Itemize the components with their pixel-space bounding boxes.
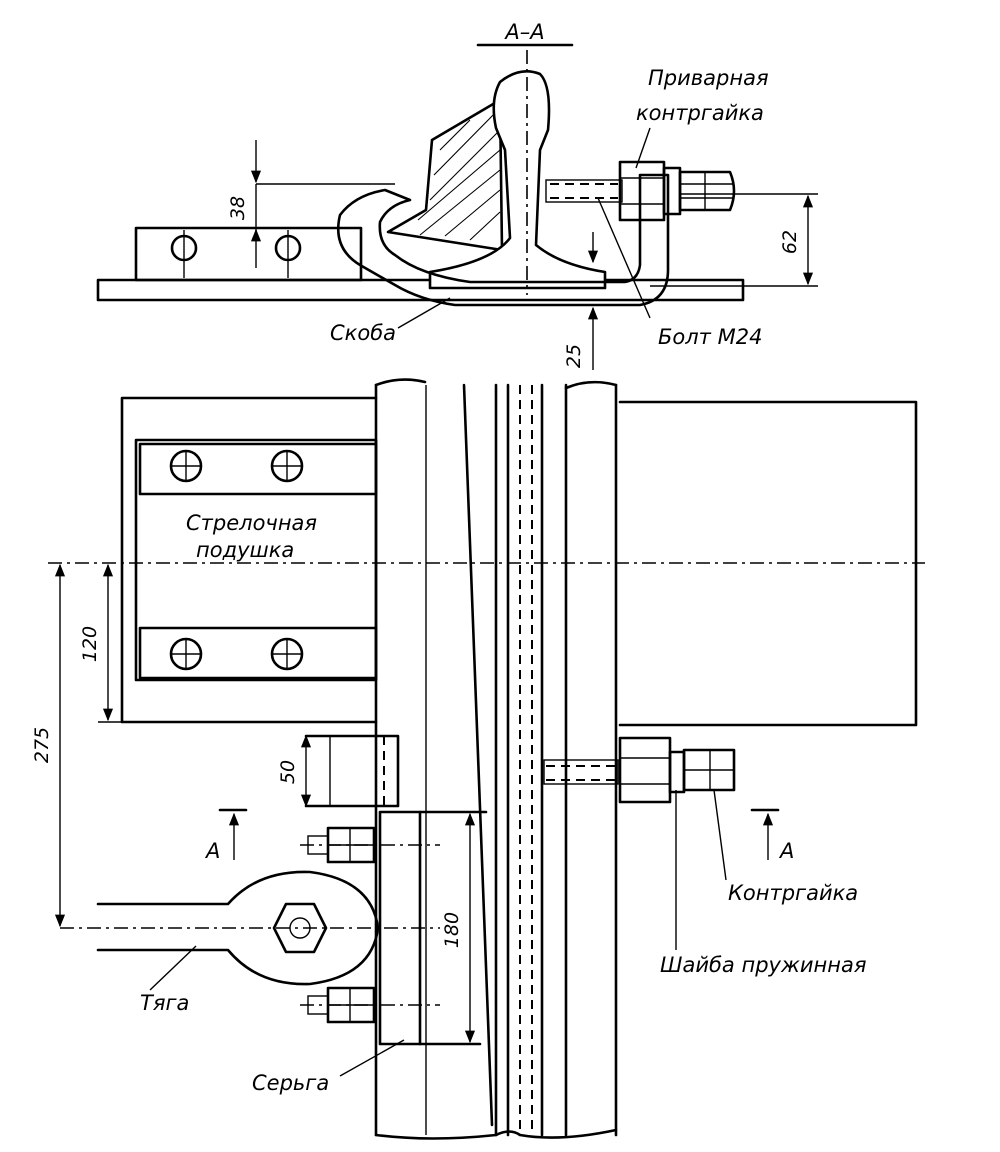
plan-view: Стрелочная подушка 50 — [31, 378, 925, 1140]
switch-blade — [386, 98, 504, 252]
pad-upper-strip — [138, 442, 378, 496]
stock-rail-section — [428, 70, 607, 290]
plan-spring-washer — [668, 750, 686, 794]
section-marker-left: А — [204, 808, 248, 863]
label-spring-washer: Шайба пружинная — [660, 953, 866, 977]
label-earring: Серьга — [252, 1071, 329, 1095]
section-marker-right: А — [750, 808, 794, 863]
dim-25: 25 — [563, 344, 585, 368]
label-switch-pad-1: Стрелочная — [186, 511, 317, 535]
label-bolt: Болт М24 — [658, 325, 762, 349]
bracket — [336, 173, 670, 307]
pad-bolts — [169, 449, 304, 671]
dim-38: 38 — [227, 196, 249, 220]
base-plate — [96, 278, 745, 302]
dim-120: 120 — [79, 626, 101, 662]
dim-275: 275 — [31, 727, 53, 763]
pad-block — [134, 226, 363, 282]
label-welded-locknut-2: контргайка — [636, 101, 764, 125]
dim-50: 50 — [277, 760, 299, 784]
welded-locknut — [618, 160, 666, 222]
stop-block — [304, 734, 400, 808]
blade-taper — [462, 383, 494, 1127]
nut — [678, 170, 736, 212]
pad-lower-strip — [138, 626, 378, 680]
label-rod: Тяга — [140, 991, 189, 1015]
dim-180: 180 — [441, 912, 463, 948]
blade-hatch — [417, 107, 501, 241]
section-label-right: А — [778, 839, 794, 863]
section-view: А–А — [96, 20, 818, 370]
label-bracket: Скоба — [330, 321, 396, 345]
plan-bolt — [543, 759, 619, 785]
section-label-left: А — [204, 839, 220, 863]
section-title: А–А — [503, 20, 544, 44]
label-switch-pad-2: подушка — [196, 538, 294, 562]
plan-welded-nut — [618, 736, 672, 804]
label-locknut: Контргайка — [728, 881, 858, 905]
label-welded-locknut-1: Приварная — [648, 66, 769, 90]
rod-pin-nut — [272, 902, 328, 954]
earring-bolts — [300, 826, 440, 1024]
dim-62: 62 — [779, 230, 801, 254]
bolt-m24 — [545, 179, 623, 203]
